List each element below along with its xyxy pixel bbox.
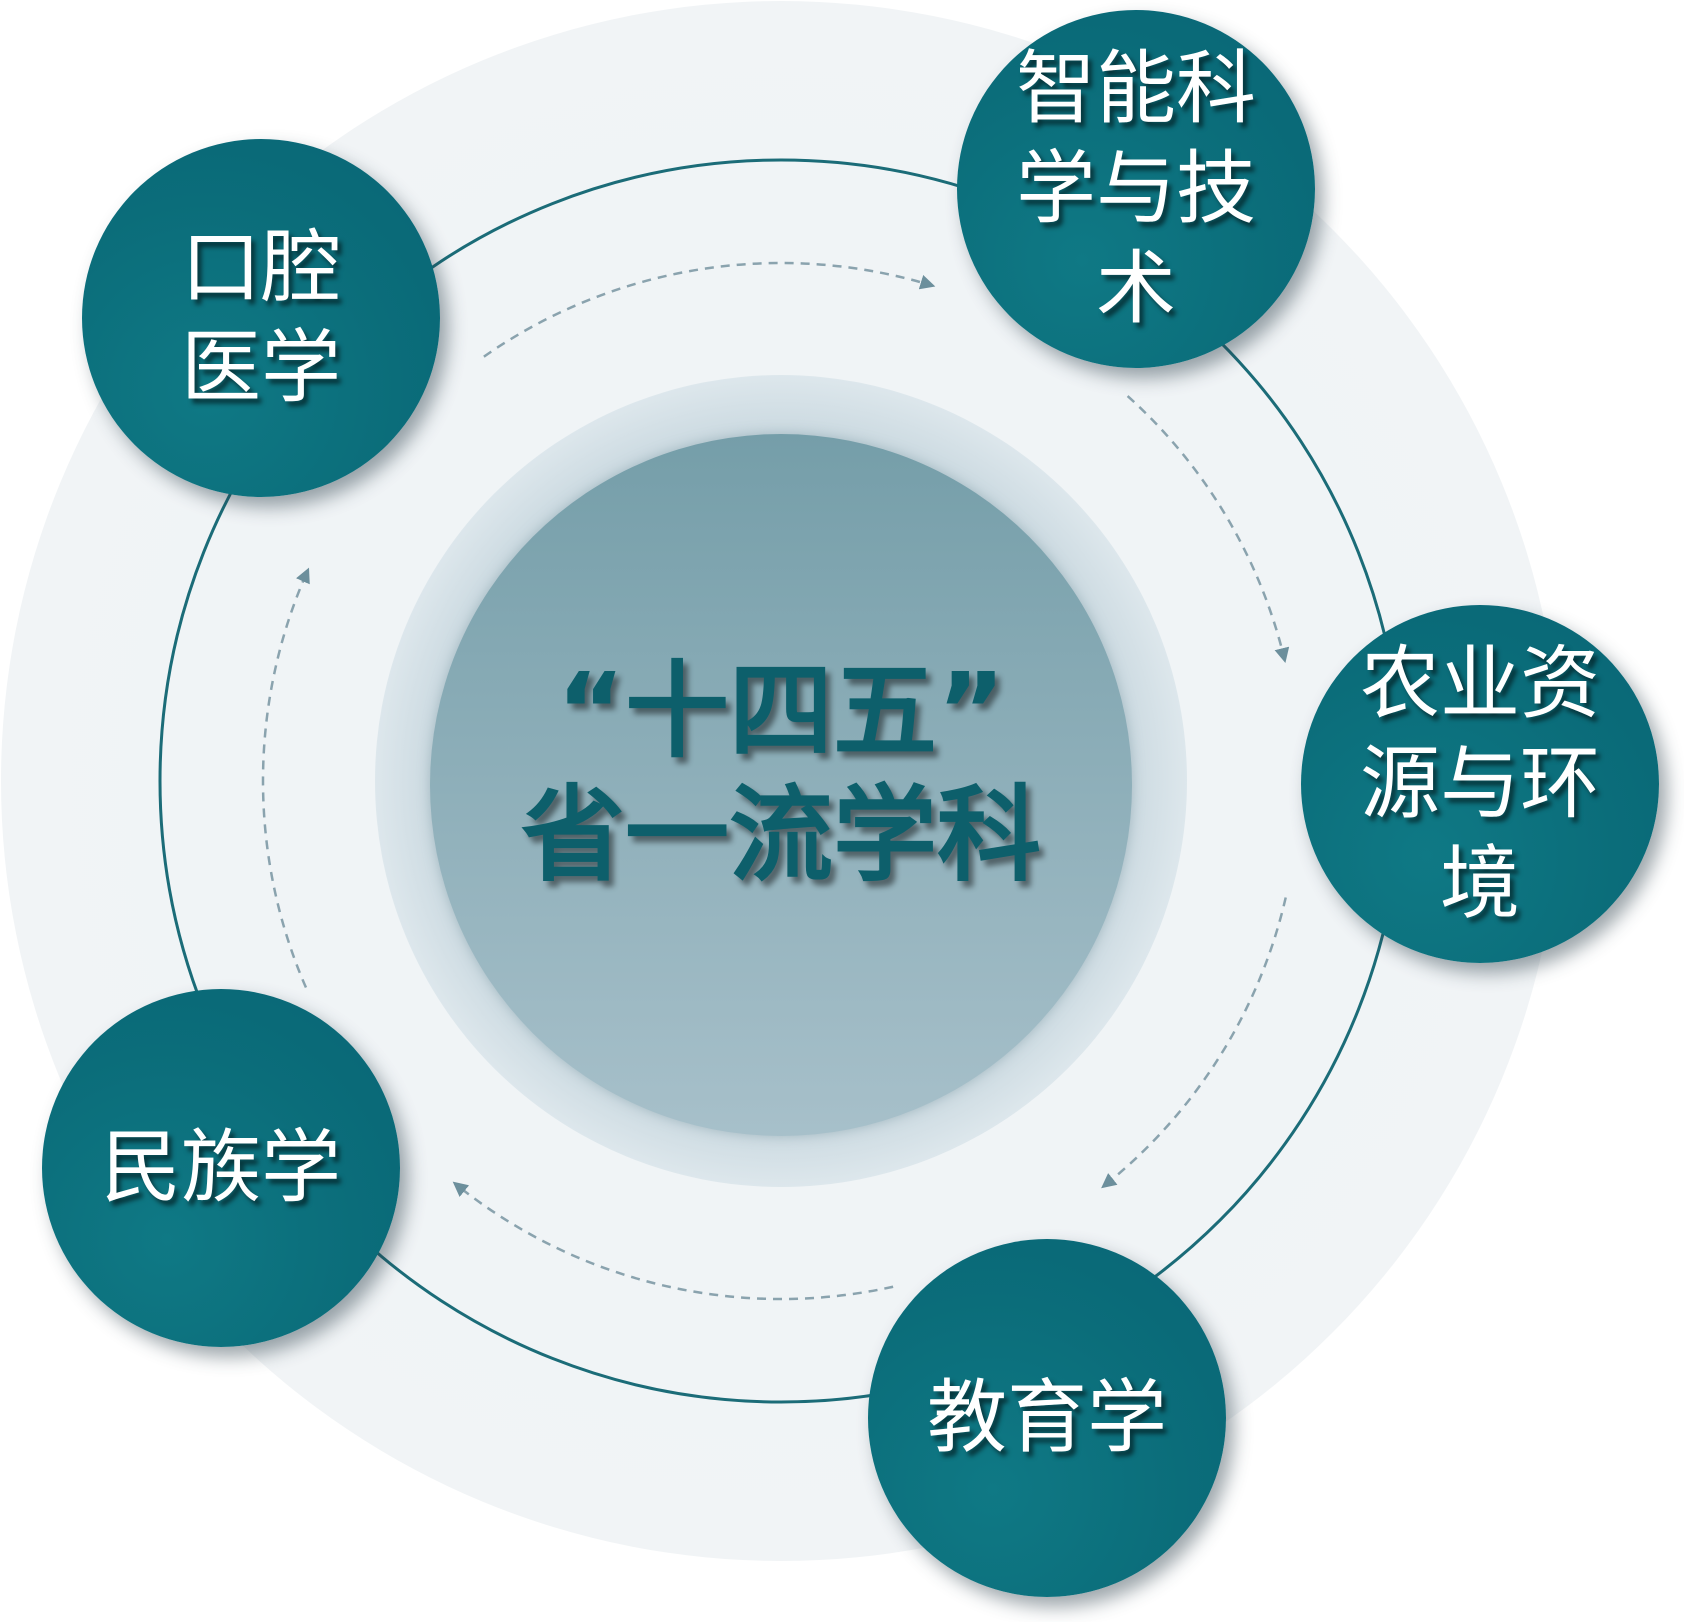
node-agricultural-resources[interactable]: 农业资源与环境 bbox=[1301, 605, 1659, 963]
node-label: 民族学 bbox=[101, 1121, 341, 1214]
node-label: 境 bbox=[1440, 837, 1520, 930]
node-label: 术 bbox=[1096, 242, 1176, 335]
node-label: 学与技 bbox=[1016, 142, 1256, 235]
node-education[interactable]: 教育学 bbox=[868, 1239, 1226, 1597]
node-intelligent-science[interactable]: 智能科学与技术 bbox=[957, 10, 1315, 368]
flow-arrow-arc-2 bbox=[1126, 395, 1290, 663]
node-label: 口腔医学 bbox=[181, 221, 341, 414]
center-disc bbox=[430, 434, 1132, 1136]
flow-arrow-arc-1 bbox=[483, 261, 936, 358]
flow-arrow-arc-4 bbox=[452, 1181, 894, 1301]
node-label: 农业资 bbox=[1360, 637, 1600, 730]
center-title-line1: “十四五” bbox=[556, 650, 1006, 772]
node-label: 智能科 bbox=[1016, 42, 1256, 135]
center-title-line2: 省一流学科 bbox=[520, 774, 1041, 896]
node-ethnology[interactable]: 民族学 bbox=[42, 989, 400, 1347]
node-label: 源与环 bbox=[1360, 737, 1600, 830]
flow-arrow-arc-5 bbox=[261, 567, 310, 989]
node-label: 教育学 bbox=[927, 1371, 1167, 1464]
node-oral-medicine[interactable]: 口腔医学 bbox=[82, 139, 440, 497]
